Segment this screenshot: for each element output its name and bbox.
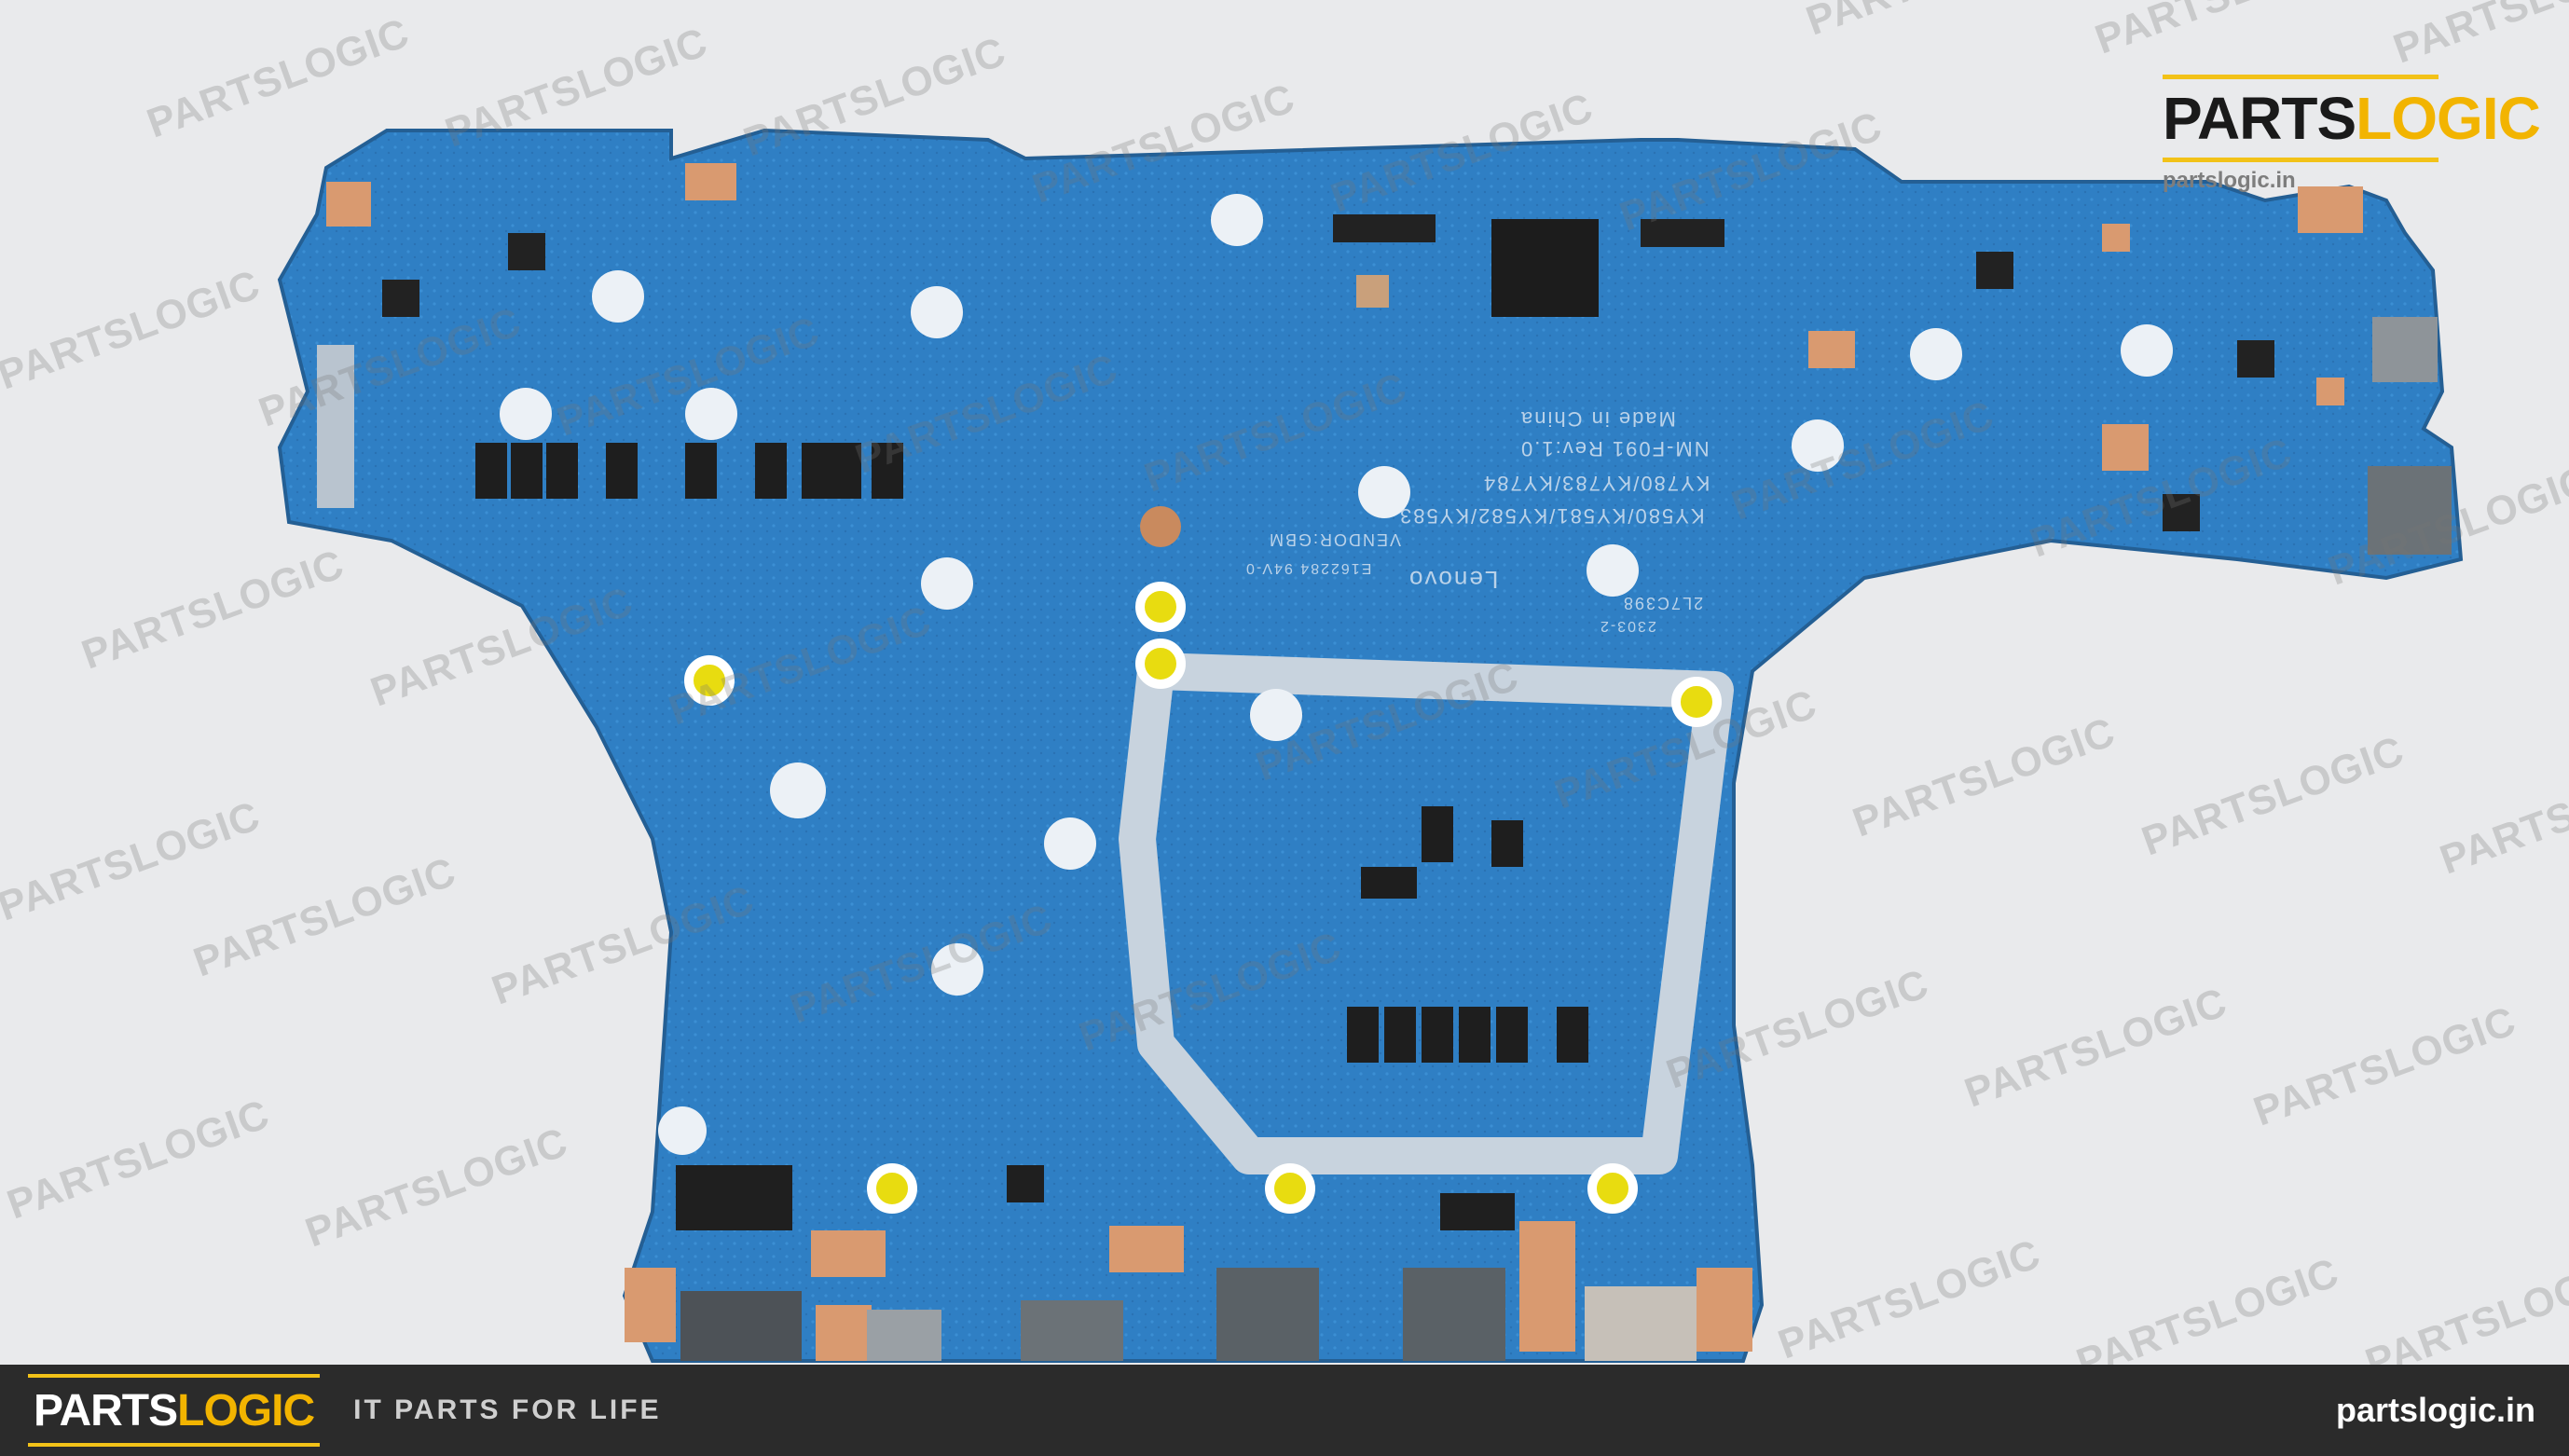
usb-a-port — [1403, 1268, 1505, 1361]
power-jack-port — [1585, 1286, 1697, 1361]
ribbon-connector — [317, 345, 354, 508]
ic-chip — [382, 280, 419, 317]
silk-model-line-3: NM-F091 Rev:1.0 — [1519, 437, 1710, 460]
mosfet-row-left — [475, 443, 903, 499]
screw-holes — [684, 582, 1722, 1214]
ic-chip — [1440, 1193, 1515, 1230]
silk-rev: 2303-2 — [1599, 618, 1656, 634]
usb-c-port — [2372, 317, 2438, 382]
ic-chip — [1007, 1165, 1044, 1202]
silk-part-no: 2L7C398 — [1622, 594, 1704, 612]
label-dots — [500, 194, 2173, 1155]
usb-c-port — [1021, 1300, 1123, 1361]
usb-c-port — [867, 1310, 941, 1361]
brand-logo-left: PARTS — [2163, 85, 2356, 152]
silk-vendor: VENDOR:GBM — [1268, 530, 1402, 549]
brand-rule-top — [2163, 75, 2438, 79]
mosfet-cluster-center — [1361, 806, 1523, 899]
footer-logo-right: LOGIC — [177, 1385, 315, 1435]
footer-tagline: IT PARTS FOR LIFE — [353, 1394, 662, 1425]
ic-chip — [2163, 494, 2200, 531]
silk-maker: Lenovo — [1408, 566, 1499, 594]
ethernet-port — [680, 1291, 802, 1361]
brand-website: partslogic.in — [2163, 168, 2296, 193]
brand-logo: PARTSLOGIC — [2163, 79, 2541, 158]
brand-rule-bottom — [2163, 158, 2438, 162]
usb-a-port — [2368, 466, 2452, 555]
brand-logo-block: PARTSLOGIC partslogic.in — [2163, 75, 2541, 194]
silk-cert: E162284 94V-0 — [1244, 560, 1372, 576]
ic-chip-main — [1491, 219, 1599, 317]
keyhole-mount — [1140, 506, 1181, 547]
footer-logo-left: PARTS — [34, 1385, 178, 1435]
silk-model-line-1: KY580/KY581/KY582/KY583 — [1398, 504, 1705, 528]
silk-model-line-2: KY780/KY783/KY784 — [1482, 472, 1710, 495]
ic-chip — [2237, 340, 2274, 378]
mosfet-row-center — [1347, 1007, 1588, 1063]
brand-logo-right: LOGIC — [2356, 85, 2541, 152]
ic-chip — [508, 233, 545, 270]
silk-origin: Made in China — [1519, 407, 1676, 431]
ic-chip — [1641, 219, 1724, 247]
usb-a-port — [1216, 1268, 1319, 1361]
ic-chip — [1976, 252, 2013, 289]
footer-website: partslogic.in — [2335, 1391, 2535, 1429]
copper-pads — [326, 163, 2363, 1361]
motherboard-pcb — [277, 128, 2464, 1363]
ic-chip — [1333, 214, 1436, 242]
ic-chip — [1356, 275, 1389, 308]
ic-chip — [676, 1165, 792, 1230]
